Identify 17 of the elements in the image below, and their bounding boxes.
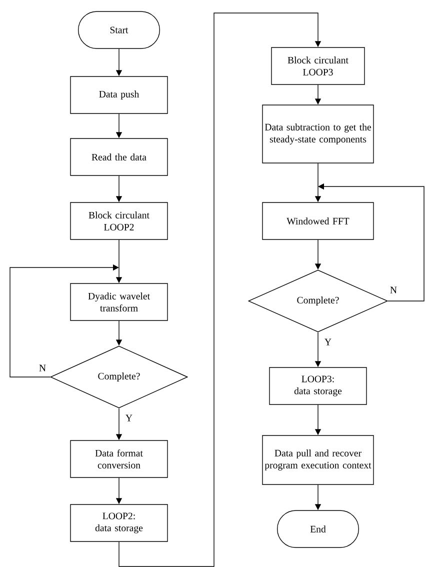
- edge-label: Y: [124, 414, 134, 422]
- process-box: Block circulant LOOP2: [70, 202, 168, 240]
- process-box: Block circulant LOOP3: [271, 47, 365, 85]
- edge-label: N: [388, 286, 398, 294]
- process-box: Data pull and recover program execution context: [262, 435, 374, 485]
- process-box: Data subtraction to get the steady-state components: [262, 104, 374, 164]
- process-box: LOOP3: data storage: [269, 367, 367, 405]
- process-box: Read the data: [70, 138, 168, 176]
- process-box: LOOP2: data storage: [70, 504, 168, 542]
- loop-arrow: [10, 264, 119, 378]
- process-box: Windowed FFT: [262, 202, 374, 240]
- edge-label: Y: [323, 338, 333, 346]
- process-box: Data format conversion: [70, 440, 168, 478]
- edge-label: N: [38, 364, 48, 372]
- process-box: Data push: [70, 76, 168, 114]
- arrow: [118, 12, 322, 567]
- process-box: Dyadic wavelet transform: [70, 283, 168, 321]
